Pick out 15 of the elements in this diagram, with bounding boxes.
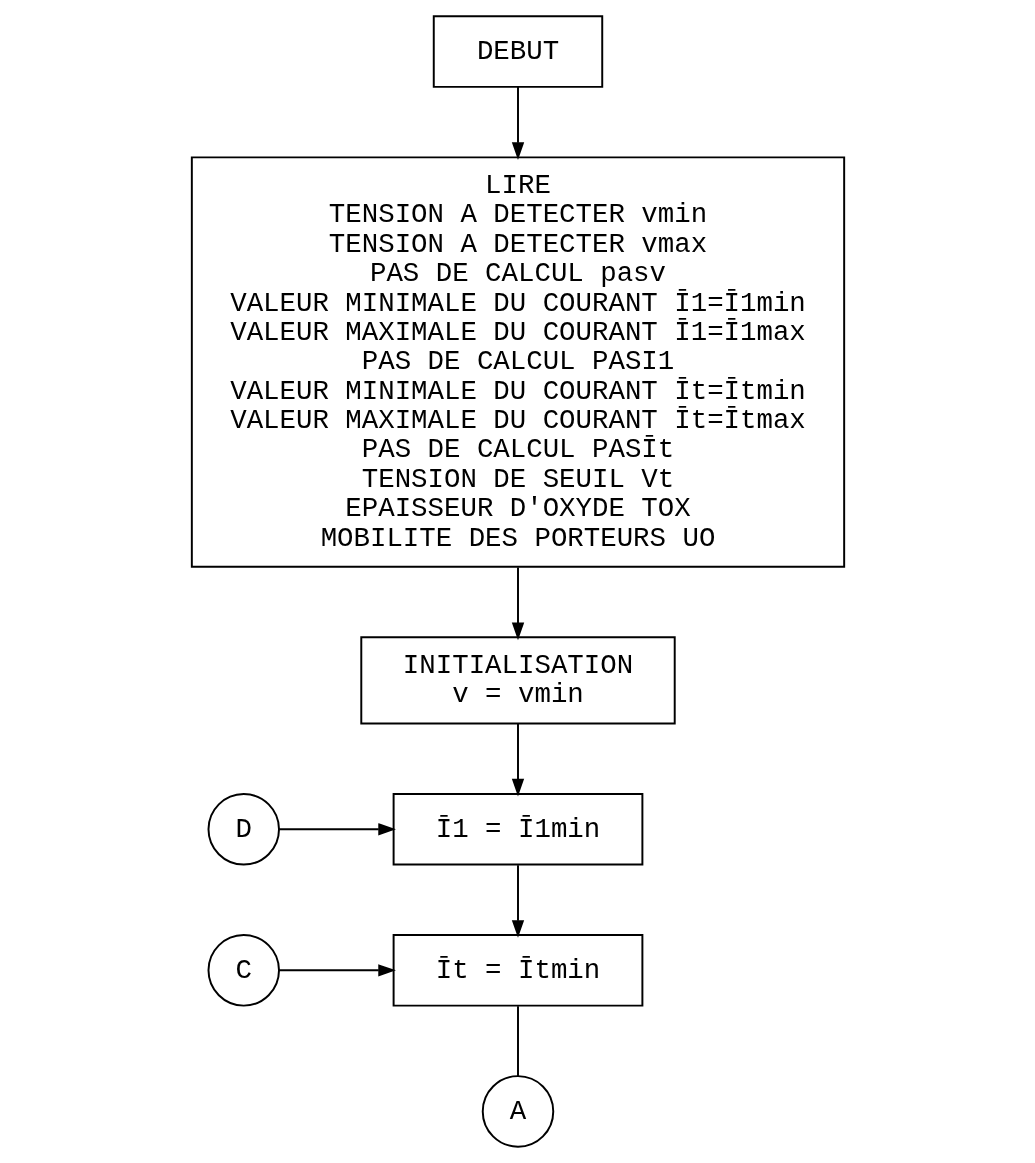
node-circle: A bbox=[481, 1075, 554, 1148]
node-box: Īt = Ītmin bbox=[392, 934, 643, 1007]
connector bbox=[516, 1005, 519, 1077]
node-box: LIRE TENSION A DETECTER vmin TENSION A DETECTER vmax PAS DE CALCUL pasv VALEUR MINIMALE DU COURANT Ī1=Ī1min VALEUR MAXIMALE DU COURANT Ī1=Ī1max PAS DE CALCUL PASI1 VALEUR MINIMALE DU COURANT Īt=Ītmin VALEUR MAXIMALE DU COURANT Īt=Ītmax PAS DE CALCUL PASĪt TENSION DE SEUIL Vt EPAISSEUR D'OXYDE TOX MOBILITE DES PORTEURS UO bbox=[190, 156, 845, 568]
arrow bbox=[511, 85, 524, 160]
node-box: INITIALISATION v = vmin bbox=[359, 636, 676, 725]
arrow bbox=[277, 823, 396, 836]
arrow bbox=[511, 566, 524, 641]
node-box: Ī1 = Ī1min bbox=[392, 793, 643, 866]
node-circle: C bbox=[207, 934, 280, 1007]
arrow bbox=[511, 722, 524, 797]
arrow bbox=[511, 864, 524, 938]
node-box: DEBUT bbox=[432, 15, 603, 88]
node-circle: D bbox=[207, 793, 280, 866]
arrow bbox=[277, 964, 396, 977]
